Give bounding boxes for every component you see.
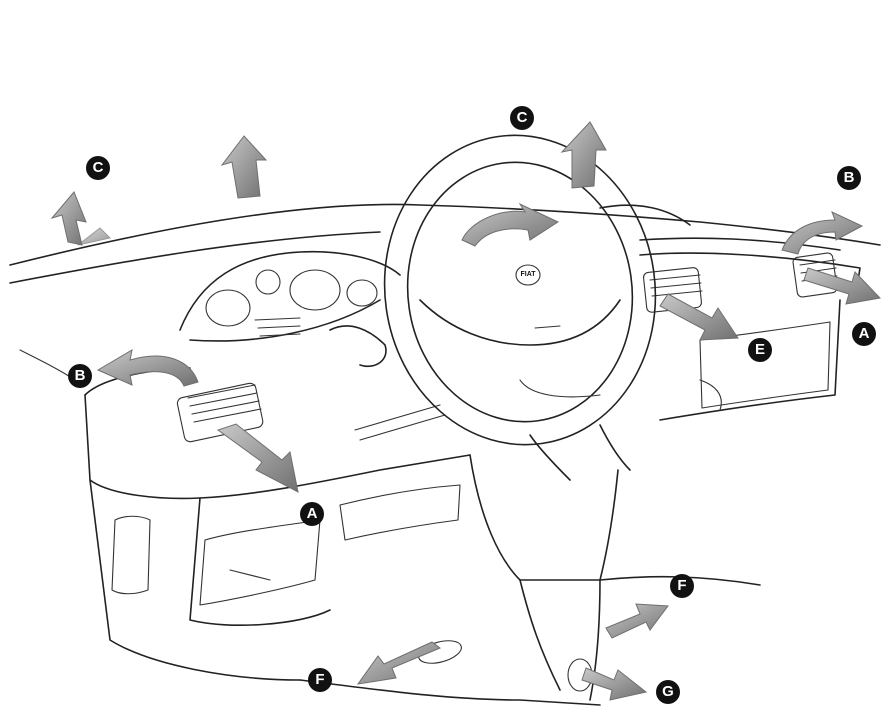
airflow-arrow-a-left [216, 423, 299, 493]
airflow-arrows [50, 121, 882, 701]
callout-a-left: A [300, 502, 324, 526]
callout-f-right: F [670, 574, 694, 598]
airflow-arrow-b-right [781, 211, 864, 255]
dashboard-outline [9, 203, 881, 706]
airflow-arrow-c-left [50, 191, 112, 246]
airflow-arrow-f-left [356, 641, 441, 685]
airflow-arrow-a-right [803, 267, 882, 305]
callout-g: G [656, 680, 680, 704]
steering-wheel-icon [383, 134, 657, 481]
airflow-arrow-c-center [560, 121, 607, 189]
callout-b-left: B [68, 364, 92, 388]
callout-a-right: A [852, 322, 876, 346]
fiat-logo: FIAT [520, 271, 536, 278]
callout-c-center: C [510, 106, 534, 130]
callout-f-left: F [308, 668, 332, 692]
callout-b-right: B [837, 166, 861, 190]
airflow-arrow-e [659, 293, 739, 341]
airflow-arrow-g [581, 667, 648, 701]
steering-column [329, 325, 722, 411]
airflow-arrow-f-right [605, 603, 669, 639]
callout-c-left: C [86, 156, 110, 180]
airflow-arrow-b-left [96, 349, 199, 387]
airflow-arrow-center-vent [461, 202, 560, 247]
airflow-arrow-c-mid [220, 135, 268, 199]
callout-e: E [748, 338, 772, 362]
